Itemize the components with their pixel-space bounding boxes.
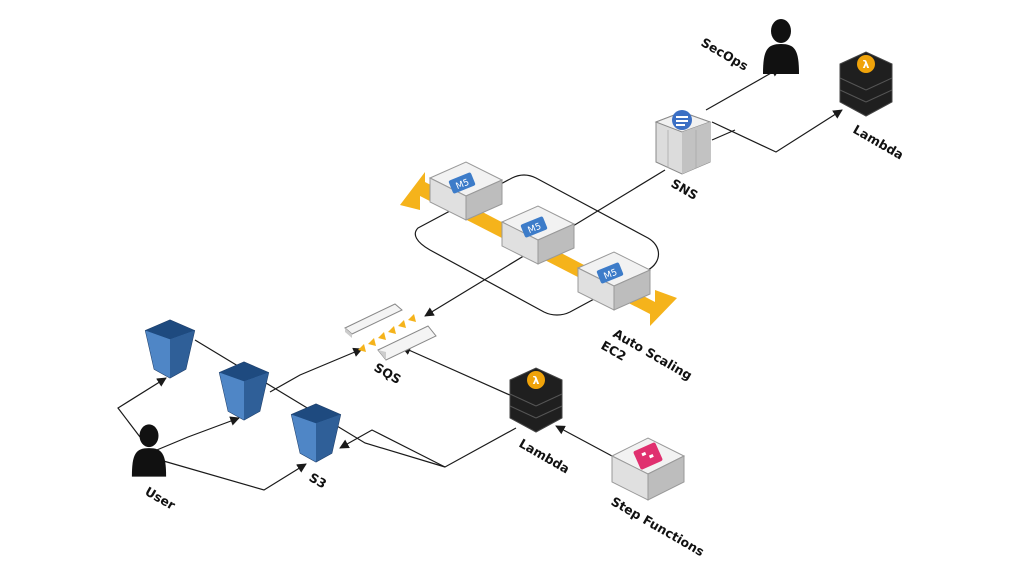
sns-topic[interactable] xyxy=(654,110,712,175)
conn-s3b-sqs xyxy=(269,347,363,393)
s3-bucket-icon[interactable] xyxy=(144,319,196,379)
label-lambda-top: Lambda xyxy=(851,122,907,163)
sqs-queue[interactable] xyxy=(344,303,437,361)
label-sns: SNS xyxy=(669,176,701,203)
label-secops: SecOps xyxy=(699,35,751,74)
lambda-icon xyxy=(857,55,875,73)
svg-text:λ: λ xyxy=(863,58,870,71)
ec2-instance-icon xyxy=(596,262,624,284)
secops-user-icon[interactable] xyxy=(763,19,799,74)
conn-user-s3a xyxy=(117,377,167,438)
label-step-functions: Step Functions xyxy=(609,494,708,560)
conn-sns-lambda xyxy=(711,109,843,153)
s3-bucket-icon[interactable] xyxy=(290,403,342,463)
svg-text:λ: λ xyxy=(533,374,540,387)
ec2-instance-1[interactable]: M5 xyxy=(428,161,504,221)
s3-bucket-icon[interactable] xyxy=(218,361,270,421)
label-sqs: SQS xyxy=(372,360,404,387)
conn-step-lambda xyxy=(555,425,613,457)
conn-user-bottom xyxy=(159,459,307,491)
label-s3: S3 xyxy=(307,470,330,492)
lambda-top[interactable]: λ xyxy=(839,51,893,117)
label-lambda-mid: Lambda xyxy=(517,436,573,477)
instance-type-label: M5 xyxy=(603,268,619,282)
conn-lambda-sqs xyxy=(401,346,513,397)
step-functions-icon xyxy=(633,442,663,470)
label-user: User xyxy=(143,484,179,514)
conn-lambda-s3 xyxy=(339,427,517,468)
ec2-instance-3[interactable]: M5 xyxy=(576,251,652,311)
ec2-instance-icon xyxy=(520,216,548,238)
ec2-instance-icon xyxy=(448,172,476,194)
step-functions[interactable] xyxy=(610,437,686,501)
conn-sns-lambda-b xyxy=(711,129,736,141)
connections xyxy=(117,67,843,491)
conn-user-s3b xyxy=(151,416,240,453)
ec2-instance-2[interactable]: M5 xyxy=(500,205,576,265)
instance-type-label: M5 xyxy=(527,222,543,236)
lambda-mid[interactable]: λ xyxy=(509,367,563,433)
instance-type-label: M5 xyxy=(455,178,471,192)
lambda-icon xyxy=(527,371,545,389)
conn-sns-secops xyxy=(705,67,781,111)
